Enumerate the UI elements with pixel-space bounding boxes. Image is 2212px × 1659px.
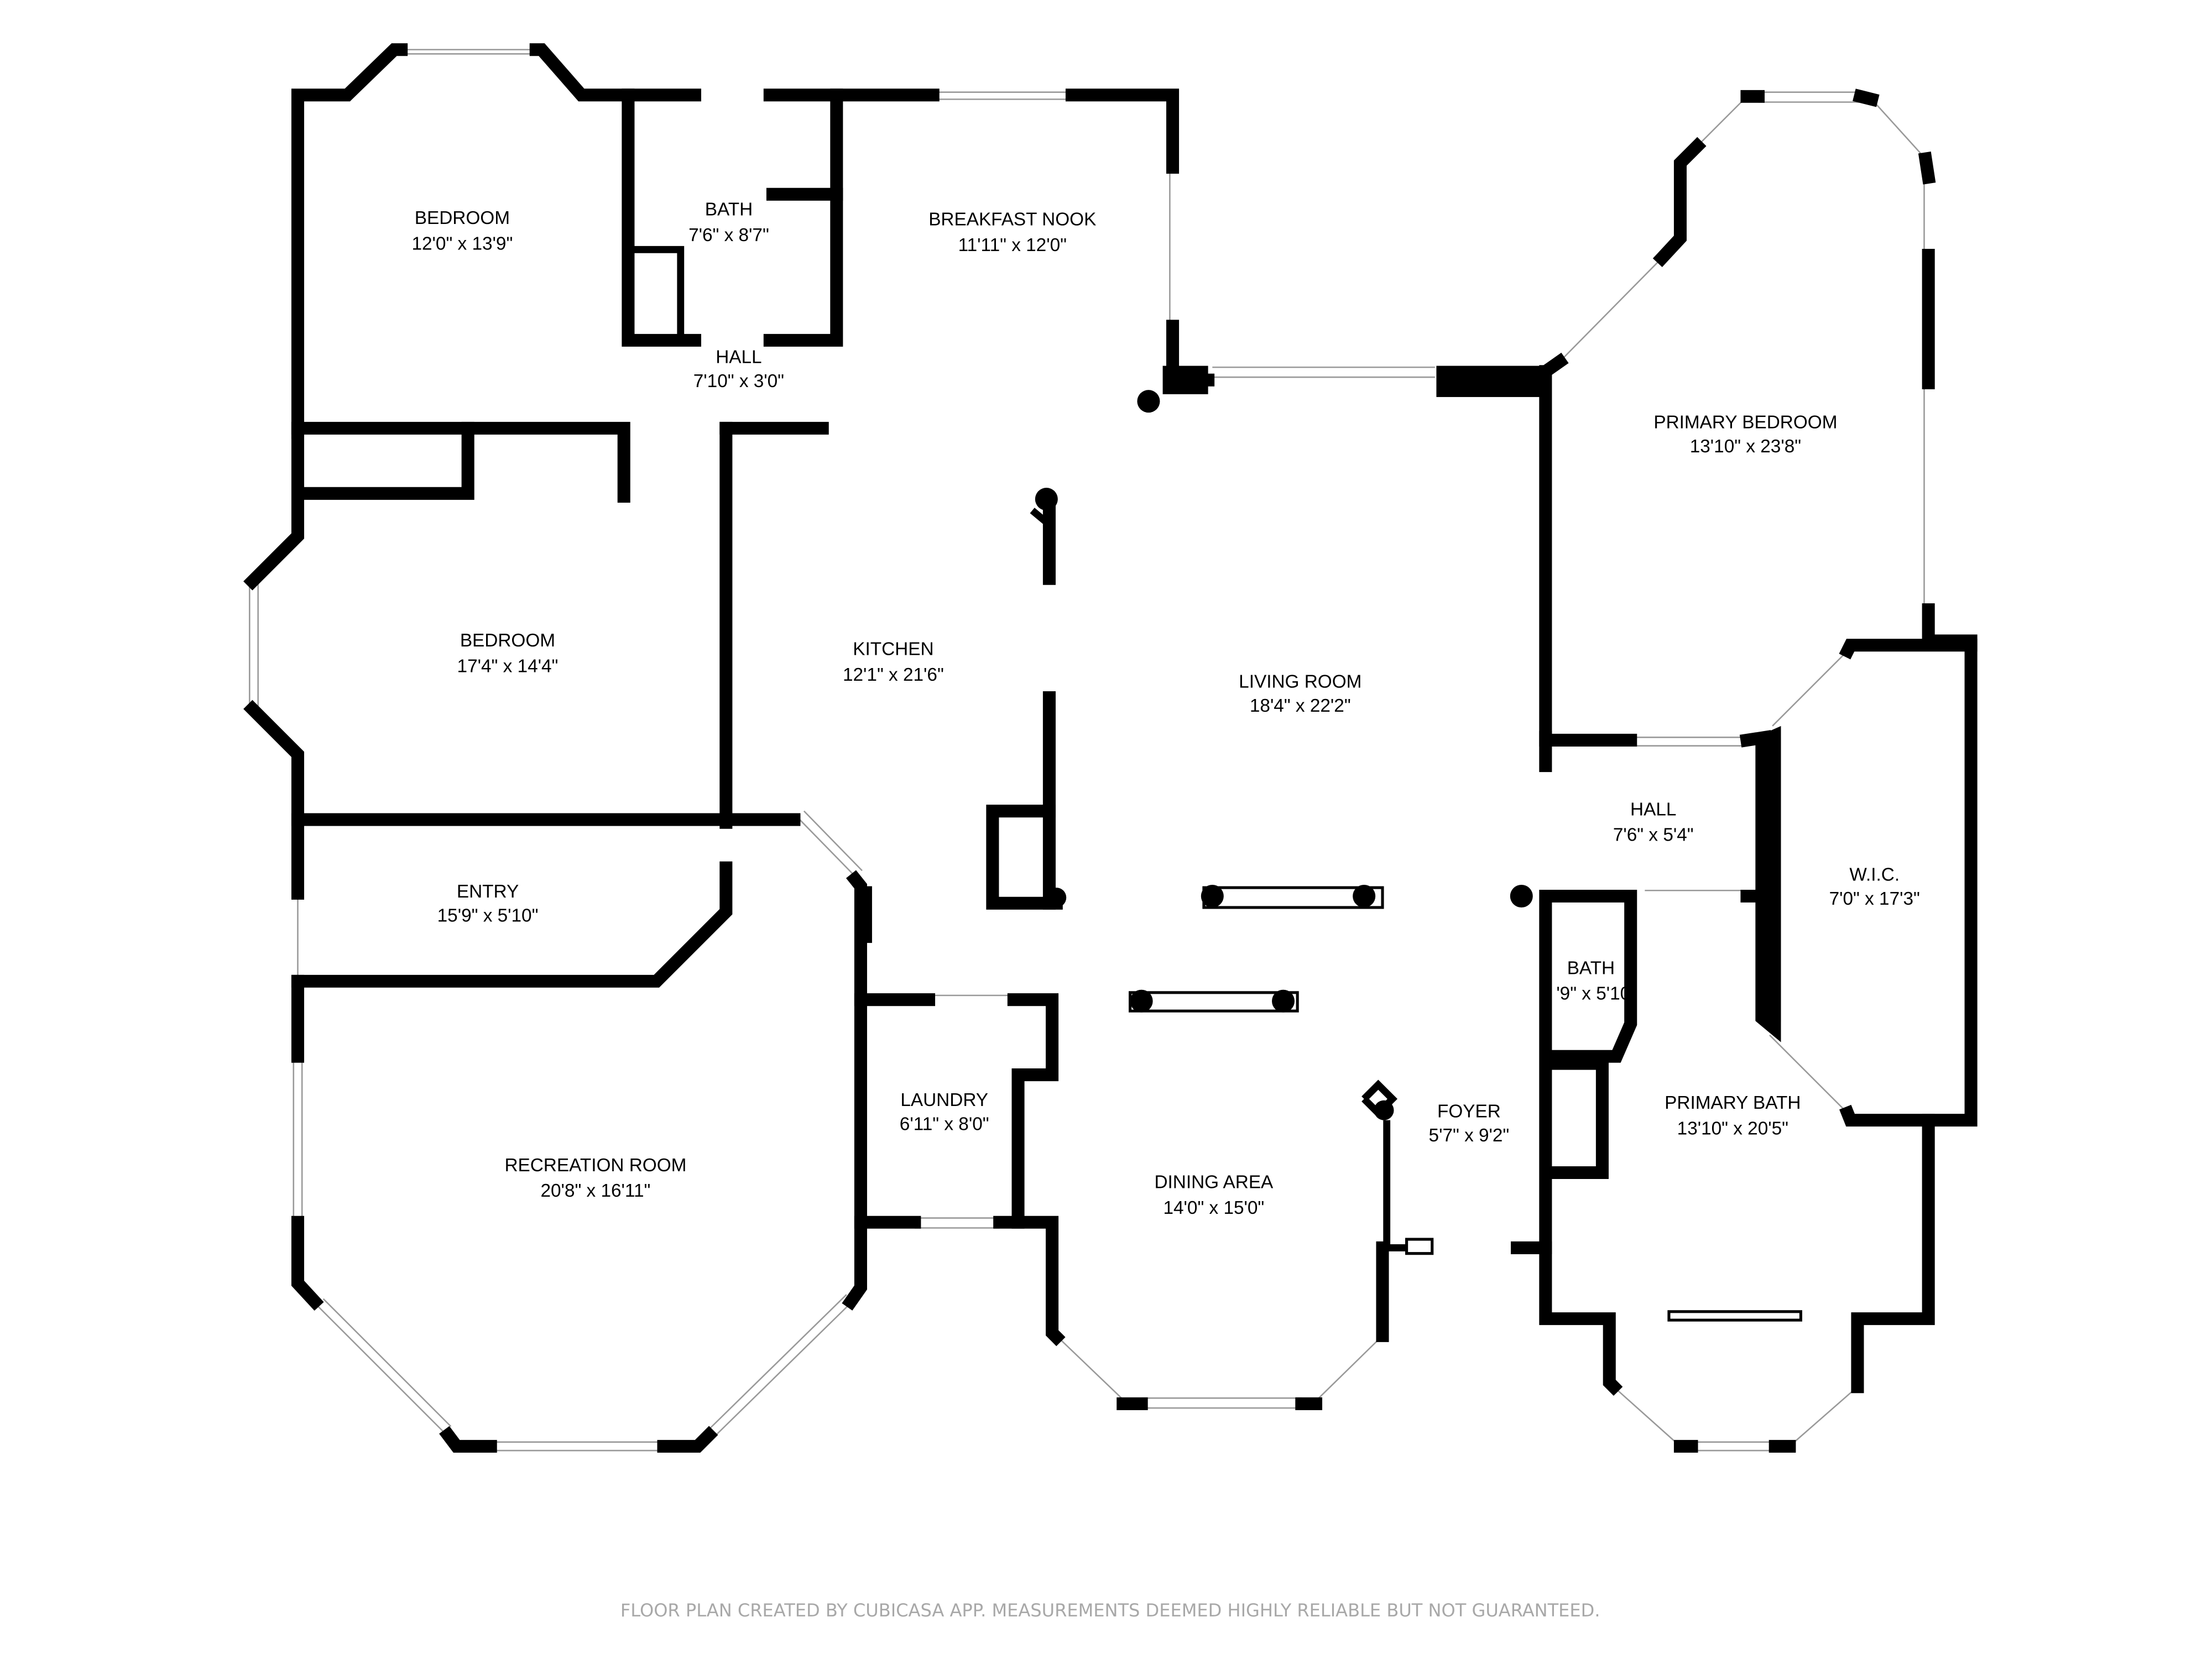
- room-dims: 6'11" x 8'0": [900, 1114, 989, 1135]
- room-name: BEDROOM: [415, 208, 510, 228]
- window: [1769, 1034, 1848, 1114]
- windows: [249, 49, 1927, 1452]
- room-name: BATH: [1567, 958, 1615, 979]
- window: [1315, 1335, 1383, 1402]
- room-dims: 7'6" x 8'7": [688, 225, 769, 246]
- room-dims: 15'9" x 5'10": [437, 906, 539, 926]
- room-name: LAUNDRY: [900, 1090, 988, 1110]
- window: [715, 1300, 854, 1436]
- room-dims: 17'4" x 14'4": [457, 656, 559, 676]
- room-dims: 12'1" x 21'6": [843, 665, 944, 685]
- room-name: DINING AREA: [1154, 1172, 1274, 1193]
- window: [1559, 257, 1663, 362]
- room-name: BATH: [705, 200, 753, 220]
- room-name: BREAKFAST NOOK: [928, 210, 1096, 230]
- room-dims: 7'0" x 17'3": [1829, 889, 1920, 909]
- room-dims: 7'6" x 5'4": [1613, 825, 1694, 846]
- room-name: W.I.C.: [1849, 864, 1900, 885]
- room-labels: BEDROOM 12'0" x 13'9" BATH 7'6" x 8'7" B…: [411, 200, 1919, 1218]
- room-name: LIVING ROOM: [1239, 672, 1361, 692]
- room-dims: 11'11" x 12'0": [958, 235, 1067, 255]
- room-dims: 7'10" x 3'0": [693, 371, 784, 392]
- room-name: HALL: [1630, 799, 1676, 820]
- room-name: KITCHEN: [853, 639, 933, 660]
- room-dims: '9" x 5'10": [1556, 984, 1637, 1004]
- room-name: ENTRY: [457, 881, 519, 902]
- window: [322, 1298, 452, 1427]
- room-name: RECREATION ROOM: [504, 1155, 686, 1176]
- room-name: PRIMARY BEDROOM: [1653, 412, 1837, 432]
- room-dims: 13'10" x 23'8": [1690, 436, 1801, 457]
- window: [1056, 1335, 1124, 1400]
- window: [1772, 650, 1848, 727]
- window: [708, 1294, 847, 1430]
- window: [1871, 98, 1927, 160]
- window: [315, 1304, 445, 1433]
- room-dims: 18'4" x 22'2": [1250, 696, 1351, 716]
- window: [1697, 96, 1747, 147]
- room-name: BEDROOM: [460, 630, 555, 651]
- disclaimer-footer: FLOOR PLAN CREATED BY CUBICASA APP. MEAS…: [620, 1600, 1600, 1621]
- room-dims: 14'0" x 15'0": [1163, 1198, 1264, 1218]
- room-dims: 13'10" x 20'5": [1677, 1118, 1788, 1139]
- room-dims: 20'8" x 16'11": [540, 1181, 650, 1201]
- room-name: HALL: [716, 347, 761, 367]
- walls: [243, 43, 1978, 1453]
- window: [1789, 1386, 1858, 1447]
- window: [803, 810, 863, 872]
- window: [1613, 1386, 1681, 1447]
- room-name: PRIMARY BATH: [1665, 1093, 1801, 1113]
- room-dims: 5'7" x 9'2": [1429, 1125, 1510, 1146]
- window: [796, 816, 859, 880]
- columns: [1035, 390, 1533, 1120]
- room-name: FOYER: [1437, 1102, 1501, 1122]
- room-dims: 12'0" x 13'9": [411, 233, 513, 254]
